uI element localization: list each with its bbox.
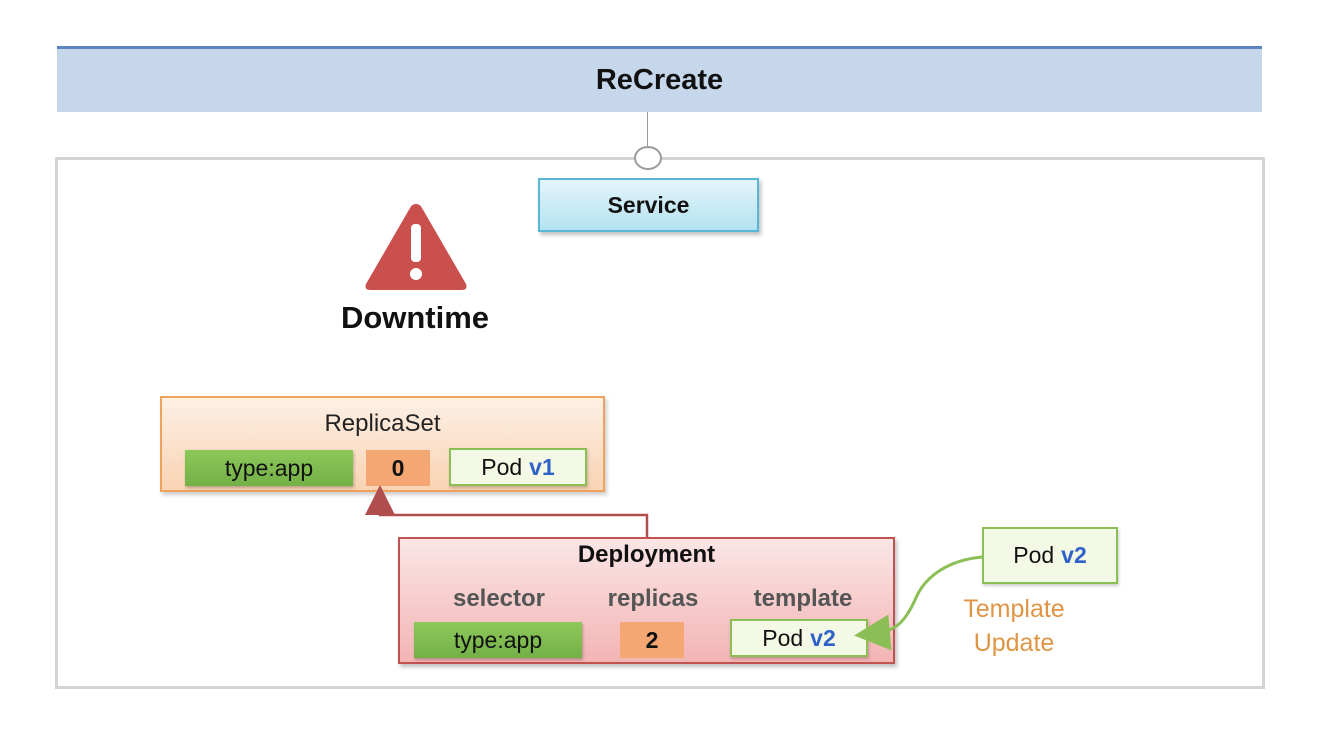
deployment-selector: type:app	[414, 622, 582, 658]
template-label: template	[753, 585, 853, 612]
pod-label: Pod	[481, 453, 523, 480]
pod-label: Pod	[1013, 542, 1055, 568]
downtime-label: Downtime	[340, 300, 490, 335]
service-endpoint-icon	[634, 146, 662, 170]
template-update-label: Template Update	[944, 592, 1084, 660]
replicaset-title: ReplicaSet	[324, 410, 441, 437]
pod-version: v1	[529, 453, 555, 480]
service-box: Service	[538, 178, 759, 232]
deployment-replicas: 2	[620, 622, 684, 658]
template-update-line2: Update	[973, 629, 1055, 657]
pod-version: v2	[1061, 542, 1087, 568]
deployment-to-replicaset-arrow	[365, 485, 649, 537]
service-connector-line	[647, 112, 648, 149]
replicaset-selector: type:app	[185, 450, 353, 486]
pod-label: Pod	[762, 624, 804, 651]
warning-icon	[365, 204, 467, 290]
replicas-label: replicas	[607, 585, 699, 612]
deployment-box: Deployment selector replicas template ty…	[398, 537, 895, 664]
replicaset-replicas: 0	[366, 450, 430, 486]
deployment-title: Deployment	[577, 541, 716, 568]
template-update-line1: Template	[963, 595, 1065, 623]
page-title: ReCreate	[57, 46, 1262, 112]
pod-version: v2	[810, 624, 836, 651]
selector-label: selector	[452, 585, 546, 612]
template-update-arrow	[854, 555, 983, 651]
